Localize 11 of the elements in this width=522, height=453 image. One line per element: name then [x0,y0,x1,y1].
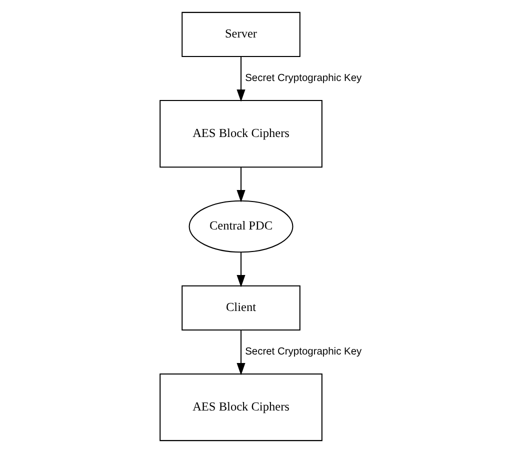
node-box: Server [181,12,300,57]
edge-label: Secret Cryptographic Key [244,73,362,84]
edge-label: Secret Cryptographic Key [244,346,362,358]
node-box: AES Block Ciphers [159,100,322,168]
node-box: Client [181,285,300,330]
node-box: AES Block Ciphers [159,373,322,442]
arrow [236,168,245,202]
arrow [236,56,245,102]
arrow [236,330,245,376]
arrow [236,252,245,288]
node-ellipse: Central PDC [188,200,293,253]
